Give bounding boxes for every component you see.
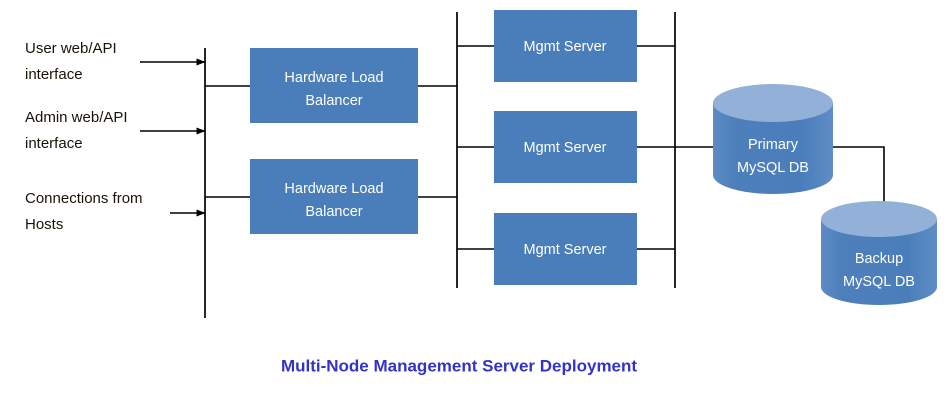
mgmt-server-1[interactable]: Mgmt Server <box>494 10 637 82</box>
input-label-connections-from-hosts: Connections from Hosts <box>25 190 143 233</box>
backup-db-label-line2: MySQL DB <box>843 274 915 290</box>
mgmt-server-2[interactable]: Mgmt Server <box>494 111 637 183</box>
diagram-caption: Multi-Node Management Server Deployment <box>281 356 637 375</box>
input-label-user-web-api-line2: interface <box>25 66 83 83</box>
input-label-connections-from-hosts-line1: Connections from <box>25 190 143 207</box>
input-label-connections-from-hosts-line2: Hosts <box>25 216 63 233</box>
backup-db-label-line1: Backup <box>855 251 903 267</box>
backup-db-cylinder-body <box>821 219 937 305</box>
input-label-admin-web-api: Admin web/API interface <box>25 109 128 152</box>
mgmt-server-1-shape <box>494 10 637 82</box>
input-label-admin-web-api-line1: Admin web/API <box>25 109 128 126</box>
load-balancer-1-shape <box>250 48 418 123</box>
load-balancer-2-shape <box>250 159 418 234</box>
mgmt-server-3-label: Mgmt Server <box>524 242 607 258</box>
primary-db[interactable]: Primary MySQL DB <box>713 84 833 194</box>
mgmt-server-2-shape <box>494 111 637 183</box>
primary-db-cylinder-body <box>713 103 833 194</box>
mgmt-server-3[interactable]: Mgmt Server <box>494 213 637 285</box>
input-label-user-web-api: User web/API interface <box>25 40 117 83</box>
mgmt-server-3-shape <box>494 213 637 285</box>
link-primary-db-to-backup-db <box>831 146 885 219</box>
load-balancer-1[interactable]: Hardware Load Balancer <box>250 48 418 123</box>
mgmt-server-1-label: Mgmt Server <box>524 39 607 55</box>
mgmt-server-2-label: Mgmt Server <box>524 140 607 156</box>
backup-db-cylinder-top <box>821 201 937 237</box>
load-balancer-2-label-line1: Hardware Load <box>284 181 383 197</box>
load-balancer-1-label-line2: Balancer <box>305 93 362 109</box>
primary-db-label-line2: MySQL DB <box>737 160 809 176</box>
primary-db-label-line1: Primary <box>748 137 799 153</box>
input-label-admin-web-api-line2: interface <box>25 135 83 152</box>
load-balancer-2-label-line2: Balancer <box>305 204 362 220</box>
load-balancer-2[interactable]: Hardware Load Balancer <box>250 159 418 234</box>
primary-db-cylinder-top <box>713 84 833 122</box>
load-balancer-1-label-line1: Hardware Load <box>284 70 383 86</box>
backup-db[interactable]: Backup MySQL DB <box>821 201 937 305</box>
input-label-user-web-api-line1: User web/API <box>25 40 117 57</box>
